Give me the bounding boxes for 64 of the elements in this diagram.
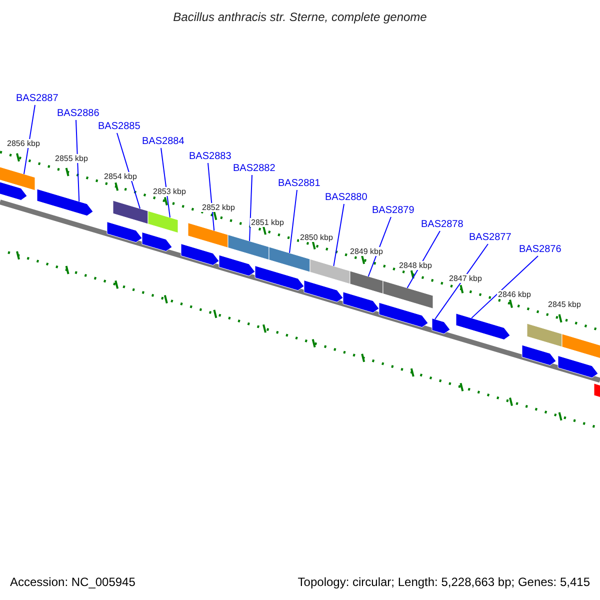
scale-label: 2852 kbp (201, 203, 236, 212)
gene-feature (350, 270, 384, 294)
scale-label: 2855 kbp (54, 154, 89, 163)
leader-line (434, 244, 488, 320)
gene-label: BAS2884 (142, 136, 184, 148)
gene-label: BAS2880 (325, 192, 368, 204)
gene-feature (562, 334, 600, 360)
gene-label: BAS2877 (469, 232, 512, 244)
gene-label: BAS2879 (372, 205, 414, 217)
leader-line (471, 256, 538, 319)
gene-feature (218, 254, 256, 276)
gene-feature (378, 302, 428, 328)
gene-label: BAS2886 (57, 108, 100, 120)
gene-feature (558, 355, 598, 378)
scale-label: 2848 kbp (398, 261, 433, 270)
scale-label: 2854 kbp (103, 172, 138, 181)
scale-label: 2850 kbp (299, 233, 334, 242)
gene-feature (342, 292, 380, 314)
scale-label: 2849 kbp (349, 247, 384, 256)
gene-feature (432, 318, 450, 334)
gene-feature (310, 258, 350, 284)
genome-stats-text: Topology: circular; Length: 5,228,663 bp; Genes: 5,415 (298, 575, 590, 589)
title: Bacillus anthracis str. Sterne, complete genome (172, 10, 428, 24)
gene-feature (106, 222, 142, 243)
scale-label: 2853 kbp (152, 187, 187, 196)
leader-line (76, 120, 80, 202)
gene-label: BAS2876 (519, 244, 562, 256)
gene-label: BAS2878 (421, 219, 464, 231)
leader-line (116, 132, 140, 210)
gene-feature (0, 180, 28, 200)
leader-line (289, 190, 298, 254)
gene-feature (268, 246, 310, 272)
gene-feature (254, 265, 304, 291)
gene-feature (522, 344, 556, 366)
leader-line (249, 174, 252, 242)
gene-label: BAS2885 (98, 121, 140, 133)
scale-label: 2845 kbp (547, 300, 582, 309)
leader-line (333, 204, 344, 267)
gene-feature (148, 210, 178, 234)
gene-feature (456, 313, 510, 340)
gene-feature (188, 222, 228, 248)
gene-feature (228, 234, 270, 260)
leader-line (160, 148, 170, 218)
scale-label: 2851 kbp (250, 218, 285, 227)
gene-label: BAS2887 (16, 93, 58, 105)
gene-feature (526, 323, 562, 348)
scale-label: 2846 kbp (497, 290, 532, 299)
accession-text: Accession: NC_005945 (10, 575, 136, 589)
gene-label: BAS2882 (233, 163, 276, 175)
leader-line (208, 162, 215, 232)
gene-feature (142, 232, 172, 252)
gene-feature (594, 383, 600, 398)
gene-feature (112, 200, 148, 224)
gene-feature (180, 244, 220, 266)
leader-line (23, 104, 36, 175)
leader-line (406, 230, 440, 288)
gene-feature (36, 188, 94, 216)
scale-label: 2847 kbp (448, 274, 483, 283)
gene-feature (0, 165, 36, 191)
gene-feature (382, 280, 434, 309)
gene-feature (304, 280, 344, 302)
gene-label: BAS2881 (278, 178, 320, 190)
scale-label: 2856 kbp (6, 139, 41, 148)
gene-label: BAS2883 (189, 151, 232, 163)
